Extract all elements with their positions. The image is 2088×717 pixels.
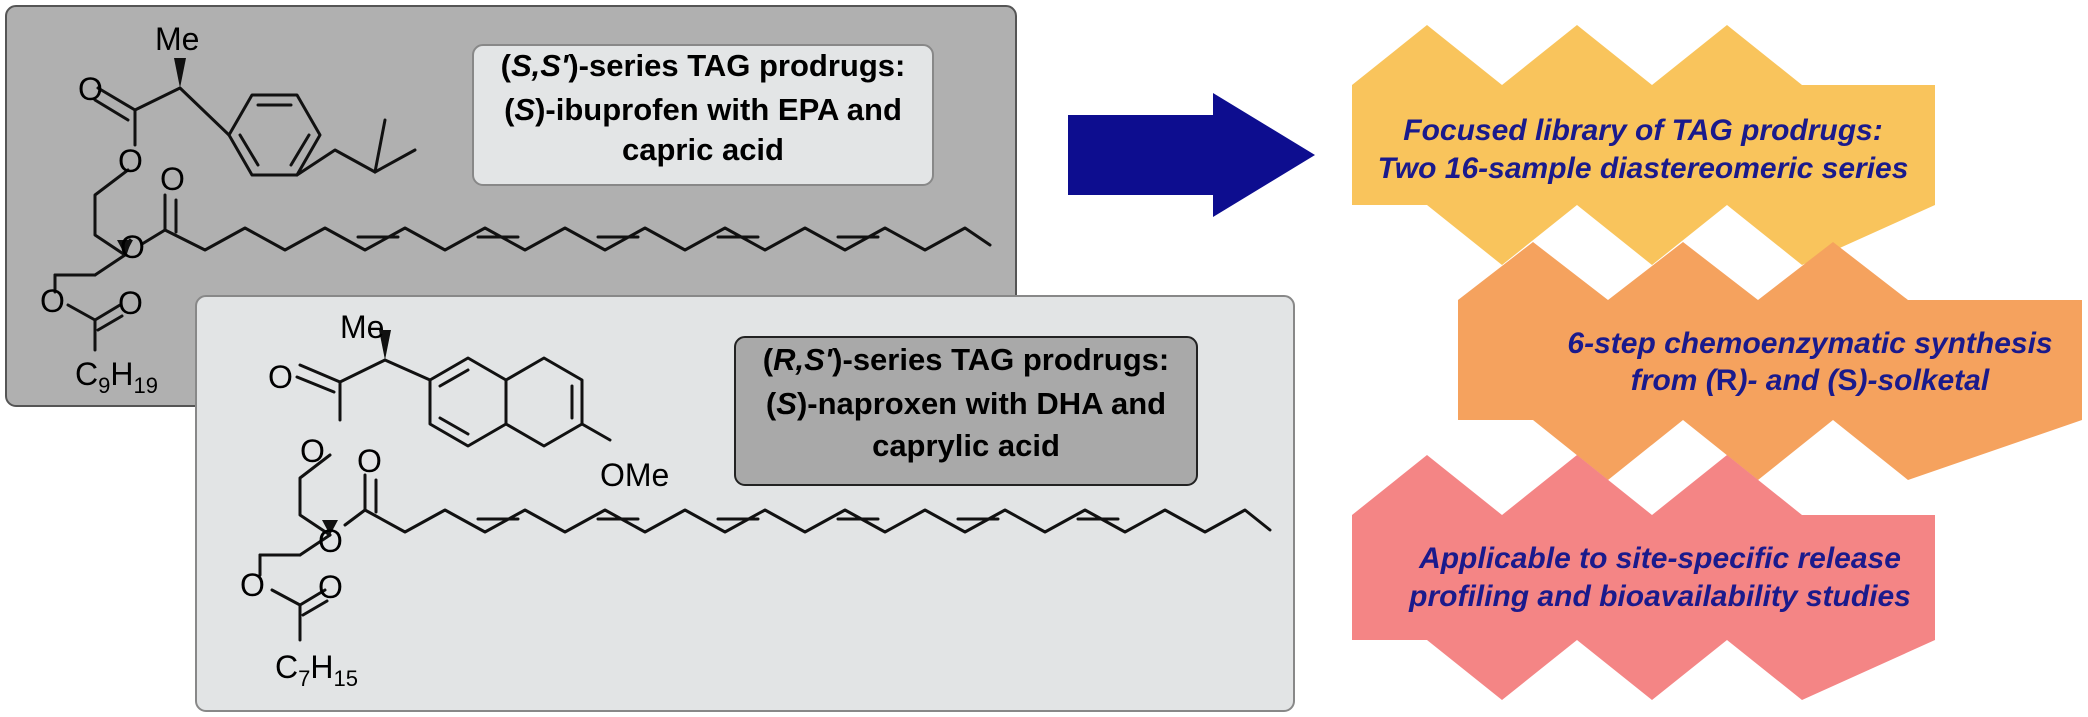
ibuprofen-series-label-box — [472, 44, 934, 186]
ibuprofen-series-line3: capric acid — [622, 132, 784, 167]
caprylic-alkyl-label: C7H15 — [275, 649, 358, 691]
nap-methoxy-label: OMe — [600, 457, 669, 493]
hexagon-synthesis — [1458, 242, 2082, 480]
ibu-ester-o: O — [118, 143, 143, 179]
hexagon-library — [1352, 25, 1935, 265]
hex-synthesis-line1: 6-step chemoenzymatic synthesis — [1567, 327, 2052, 360]
dha-ester-o: O — [318, 523, 343, 559]
capric-carbonyl-o: O — [118, 285, 143, 321]
naproxen-series-title: (R,S')-series TAG prodrugs: — [763, 342, 1169, 377]
nap-carbonyl-o: O — [268, 359, 293, 395]
naproxen-series-label-box — [734, 336, 1198, 486]
naproxen-dha-tag-structure — [258, 330, 1272, 642]
hex-library-line1: Focused library of TAG prodrugs: — [1403, 114, 1882, 147]
hex-applications-line1: Applicable to site-specific release — [1418, 542, 1901, 575]
right-arrow-icon — [1068, 93, 1315, 217]
ibuprofen-series-title: (S,S')-series TAG prodrugs: — [501, 48, 906, 83]
ibu-methyl-label: Me — [155, 21, 199, 57]
hex-synthesis-line2: from (R)- and (S)-solketal — [1631, 364, 1990, 397]
ibu-carbonyl-o: O — [78, 71, 103, 107]
epa-ester-o: O — [120, 229, 145, 265]
caprylic-ester-o: O — [240, 567, 265, 603]
epa-carbonyl-o: O — [160, 161, 185, 197]
caprylic-carbonyl-o: O — [318, 569, 343, 605]
ibuprofen-series-line2: (S)-ibuprofen with EPA and — [504, 92, 902, 127]
dha-carbonyl-o: O — [357, 443, 382, 479]
hexagon-applications — [1352, 455, 1935, 700]
hex-library-line2: Two 16-sample diastereomeric series — [1378, 152, 1909, 185]
capric-alkyl-label: C9H19 — [75, 356, 158, 398]
naproxen-series-line2: (S)-naproxen with DHA and — [766, 386, 1166, 421]
naproxen-series-line3: caprylic acid — [872, 428, 1060, 463]
capric-ester-o: O — [40, 283, 65, 319]
nap-ester-o: O — [300, 433, 325, 469]
hex-applications-line2: profiling and bioavailability studies — [1408, 580, 1911, 613]
nap-methyl-label: Me — [340, 309, 384, 345]
ibuprofen-epa-tag-structure — [53, 58, 992, 352]
